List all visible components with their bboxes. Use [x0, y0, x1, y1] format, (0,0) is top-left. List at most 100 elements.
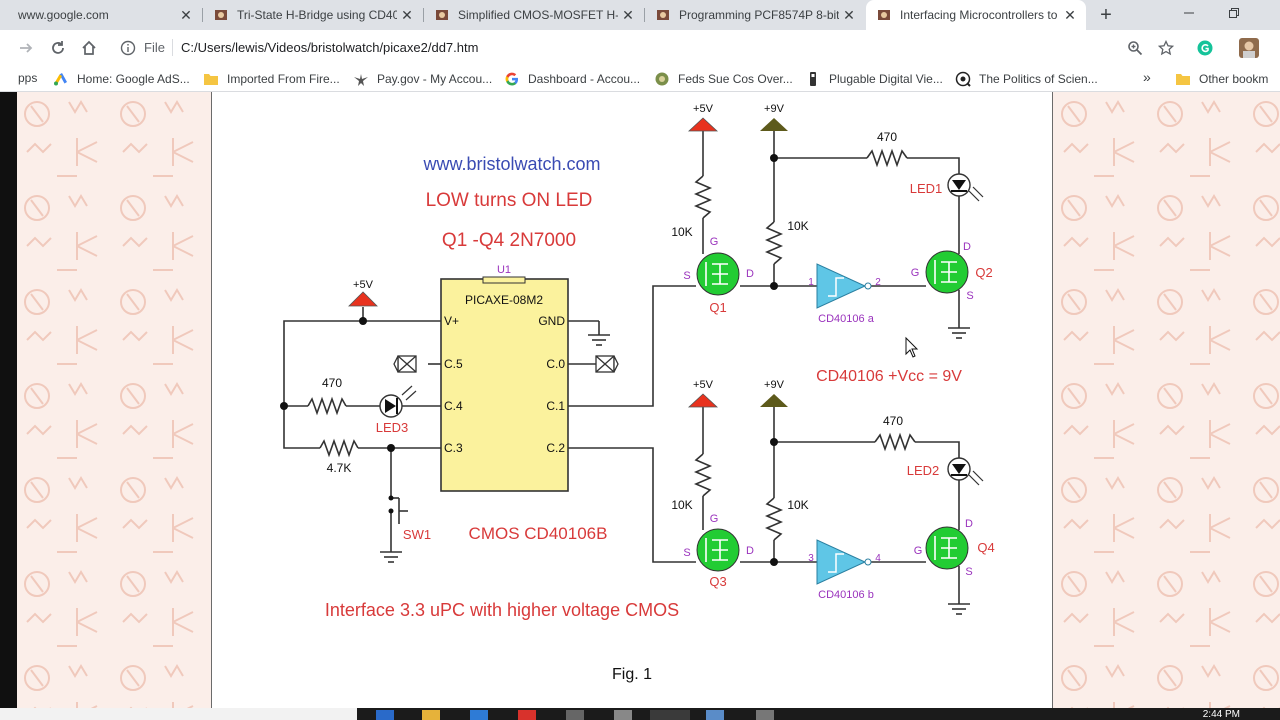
bookmark-label: Plugable Digital Vie... [829, 72, 943, 86]
page-content: www.bristolwatch.com LOW turns ON LED Q1… [0, 92, 1280, 708]
scheme-label: File [144, 40, 165, 55]
address-bar[interactable]: File C:/Users/lewis/Videos/bristolwatch/… [112, 34, 1182, 62]
home-button[interactable] [77, 36, 101, 60]
pin-c5-label: C.5 [444, 357, 463, 371]
tab-strip: www.google.com ✕ Tri-State H-Bridge usin… [0, 0, 1280, 30]
taskbar-app-icon[interactable] [614, 710, 632, 720]
bookmark-label: Home: Google AdS... [77, 72, 190, 86]
forward-button[interactable] [14, 36, 38, 60]
cmos-label: CMOS CD40106B [469, 524, 608, 543]
browser-toolbar: File C:/Users/lewis/Videos/bristolwatch/… [0, 30, 1280, 66]
bookmark-imported-from-firefox[interactable]: Imported From Fire... [203, 71, 340, 87]
resistor-470-label: 470 [877, 130, 897, 144]
arrow-right-icon [20, 43, 33, 53]
pin-vplus-label: V+ [444, 314, 459, 328]
supply-5v-label: +5V [693, 379, 714, 391]
taskbar-app-icon[interactable] [470, 710, 488, 720]
taskbar-app-icon[interactable] [706, 710, 724, 720]
close-icon[interactable]: ✕ [401, 6, 413, 23]
tab-tri-state-h-bridge[interactable]: Tri-State H-Bridge using CD40 ✕ [203, 0, 423, 30]
bristolwatch-icon [878, 10, 890, 20]
bookmark-label: The Politics of Scien... [979, 72, 1098, 86]
bookmarks-overflow-button[interactable]: » [1143, 69, 1151, 85]
reload-button[interactable] [46, 36, 70, 60]
bookmark-feds-sue[interactable]: Feds Sue Cos Over... [654, 71, 793, 87]
circuit-schematic: www.bristolwatch.com LOW turns ON LED Q1… [280, 103, 995, 683]
taskbar-app-icon[interactable] [518, 710, 536, 720]
q4-label: Q4 [977, 540, 994, 555]
minimize-icon [1184, 12, 1194, 14]
left-edge [0, 92, 17, 708]
tab-google[interactable]: www.google.com ✕ [0, 0, 202, 30]
supply-9v-label: +9V [764, 103, 785, 115]
reload-icon [52, 41, 64, 54]
bookmark-dashboard[interactable]: Dashboard - Accou... [504, 71, 640, 87]
q4-source-label: S [965, 566, 972, 578]
bookmark-politics-of-science[interactable]: The Politics of Scien... [955, 71, 1098, 87]
buffer-pin3-label: 3 [808, 553, 814, 564]
folder-icon[interactable] [422, 710, 440, 720]
figure-caption: Fig. 1 [612, 666, 652, 683]
info-icon[interactable] [120, 40, 136, 56]
globe-icon [655, 72, 669, 86]
q3-drain-label: D [746, 545, 754, 557]
tab-simplified-cmos[interactable]: Simplified CMOS-MOSFET H-B ✕ [424, 0, 644, 30]
tab-title: Programming PCF8574P 8-bit [679, 8, 839, 22]
zoom-icon [1128, 41, 1143, 56]
bookmark-apps[interactable]: pps [18, 71, 37, 85]
bookmarks-bar: pps Home: Google AdS... Imported From Fi… [0, 66, 1280, 92]
bookmark-label: Dashboard - Accou... [528, 72, 641, 86]
usb-icon [810, 72, 816, 86]
avatar [1239, 38, 1259, 58]
minimize-button[interactable] [1167, 0, 1211, 26]
buffer-pin1-label: 1 [808, 277, 814, 288]
supply-5v-label: +5V [353, 279, 374, 291]
tab-title: Tri-State H-Bridge using CD40 [237, 8, 397, 22]
folder-icon [204, 74, 218, 85]
taskbar-app-icon[interactable] [756, 710, 774, 720]
bookmark-label: Feds Sue Cos Over... [678, 72, 793, 86]
q4-drain-label: D [965, 518, 973, 530]
tab-interfacing-microcontrollers[interactable]: Interfacing Microcontrollers to ✕ [866, 0, 1086, 30]
grammarly-extension-button[interactable] [1193, 36, 1217, 60]
pin-c4-label: C.4 [444, 399, 463, 413]
restore-button[interactable] [1212, 0, 1256, 26]
pin-c1-label: C.1 [546, 399, 565, 413]
close-icon[interactable]: ✕ [843, 6, 855, 23]
pin-c3-label: C.3 [444, 441, 463, 455]
close-icon[interactable]: ✕ [1064, 6, 1076, 23]
bookmark-plugable[interactable]: Plugable Digital Vie... [805, 71, 943, 87]
bookmark-star-button[interactable] [1154, 36, 1178, 60]
resistor-10k-label: 10K [787, 219, 808, 233]
q3-label: Q3 [709, 574, 726, 589]
profile-button[interactable] [1237, 36, 1261, 60]
taskbar-search-box[interactable] [0, 708, 357, 720]
bookmark-google-ads[interactable]: Home: Google AdS... [53, 71, 190, 87]
new-tab-button[interactable]: + [1100, 3, 1112, 26]
led2-label: LED2 [907, 463, 940, 478]
taskbar-app-icon[interactable] [650, 710, 690, 720]
url-text[interactable]: C:/Users/lewis/Videos/bristolwatch/picax… [181, 40, 479, 55]
pin-c0-label: C.0 [546, 357, 565, 371]
site-url-text: www.bristolwatch.com [422, 154, 600, 174]
zoom-button[interactable] [1123, 36, 1147, 60]
q2-label: Q2 [975, 265, 992, 280]
close-icon[interactable]: ✕ [180, 6, 192, 23]
eye-icon [955, 71, 971, 87]
taskbar-app-icon[interactable] [376, 710, 394, 720]
interface-note: Interface 3.3 uPC with higher voltage CM… [325, 600, 679, 620]
q3-gate-label: G [710, 513, 719, 525]
bookmark-other-bookmarks[interactable]: Other bookm [1175, 71, 1268, 87]
bookmark-pay-gov[interactable]: Pay.gov - My Accou... [353, 71, 492, 87]
bookmark-label: Other bookm [1199, 72, 1269, 86]
u1-label: U1 [497, 264, 511, 276]
bristolwatch-icon [657, 10, 669, 20]
buffer-pin4-label: 4 [875, 553, 881, 564]
tab-programming-pcf8574p[interactable]: Programming PCF8574P 8-bit ✕ [645, 0, 865, 30]
bookmark-label: Pay.gov - My Accou... [377, 72, 493, 86]
close-icon[interactable]: ✕ [622, 6, 634, 23]
resistor-10k-label: 10K [671, 225, 692, 239]
supply-5v-label: +5V [693, 103, 714, 115]
taskbar-app-icon[interactable] [566, 710, 584, 720]
resistor-470-label: 470 [322, 376, 342, 390]
